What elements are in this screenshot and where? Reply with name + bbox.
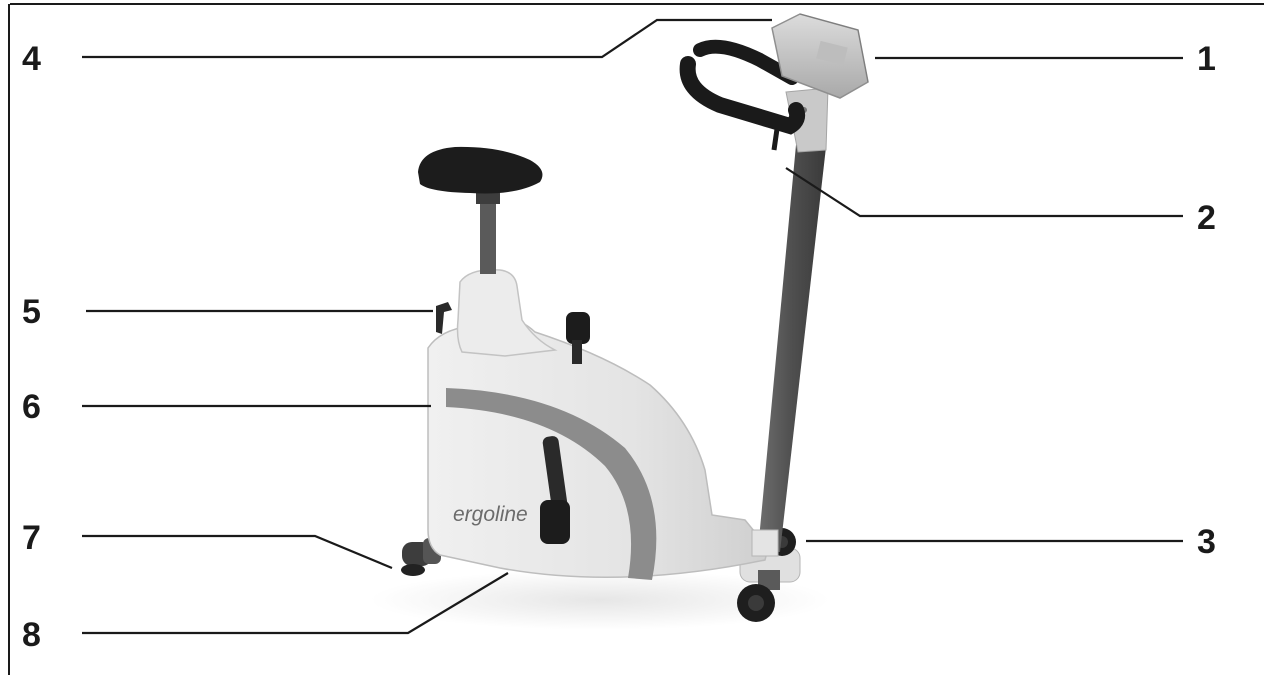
- callout-7: 7: [22, 519, 41, 557]
- callout-3: 3: [1197, 523, 1216, 561]
- callout-1: 1: [1197, 40, 1216, 78]
- callout-8: 8: [22, 616, 41, 654]
- pedal-right: [566, 312, 590, 344]
- callout-4: 4: [22, 40, 41, 78]
- leader-line-7: [82, 536, 392, 568]
- callout-5: 5: [22, 293, 41, 331]
- callout-2: 2: [1197, 199, 1216, 237]
- seat-post: [480, 200, 496, 274]
- callout-6: 6: [22, 388, 41, 426]
- pedal-left: [540, 500, 570, 544]
- brand-logo: ergoline: [453, 503, 528, 526]
